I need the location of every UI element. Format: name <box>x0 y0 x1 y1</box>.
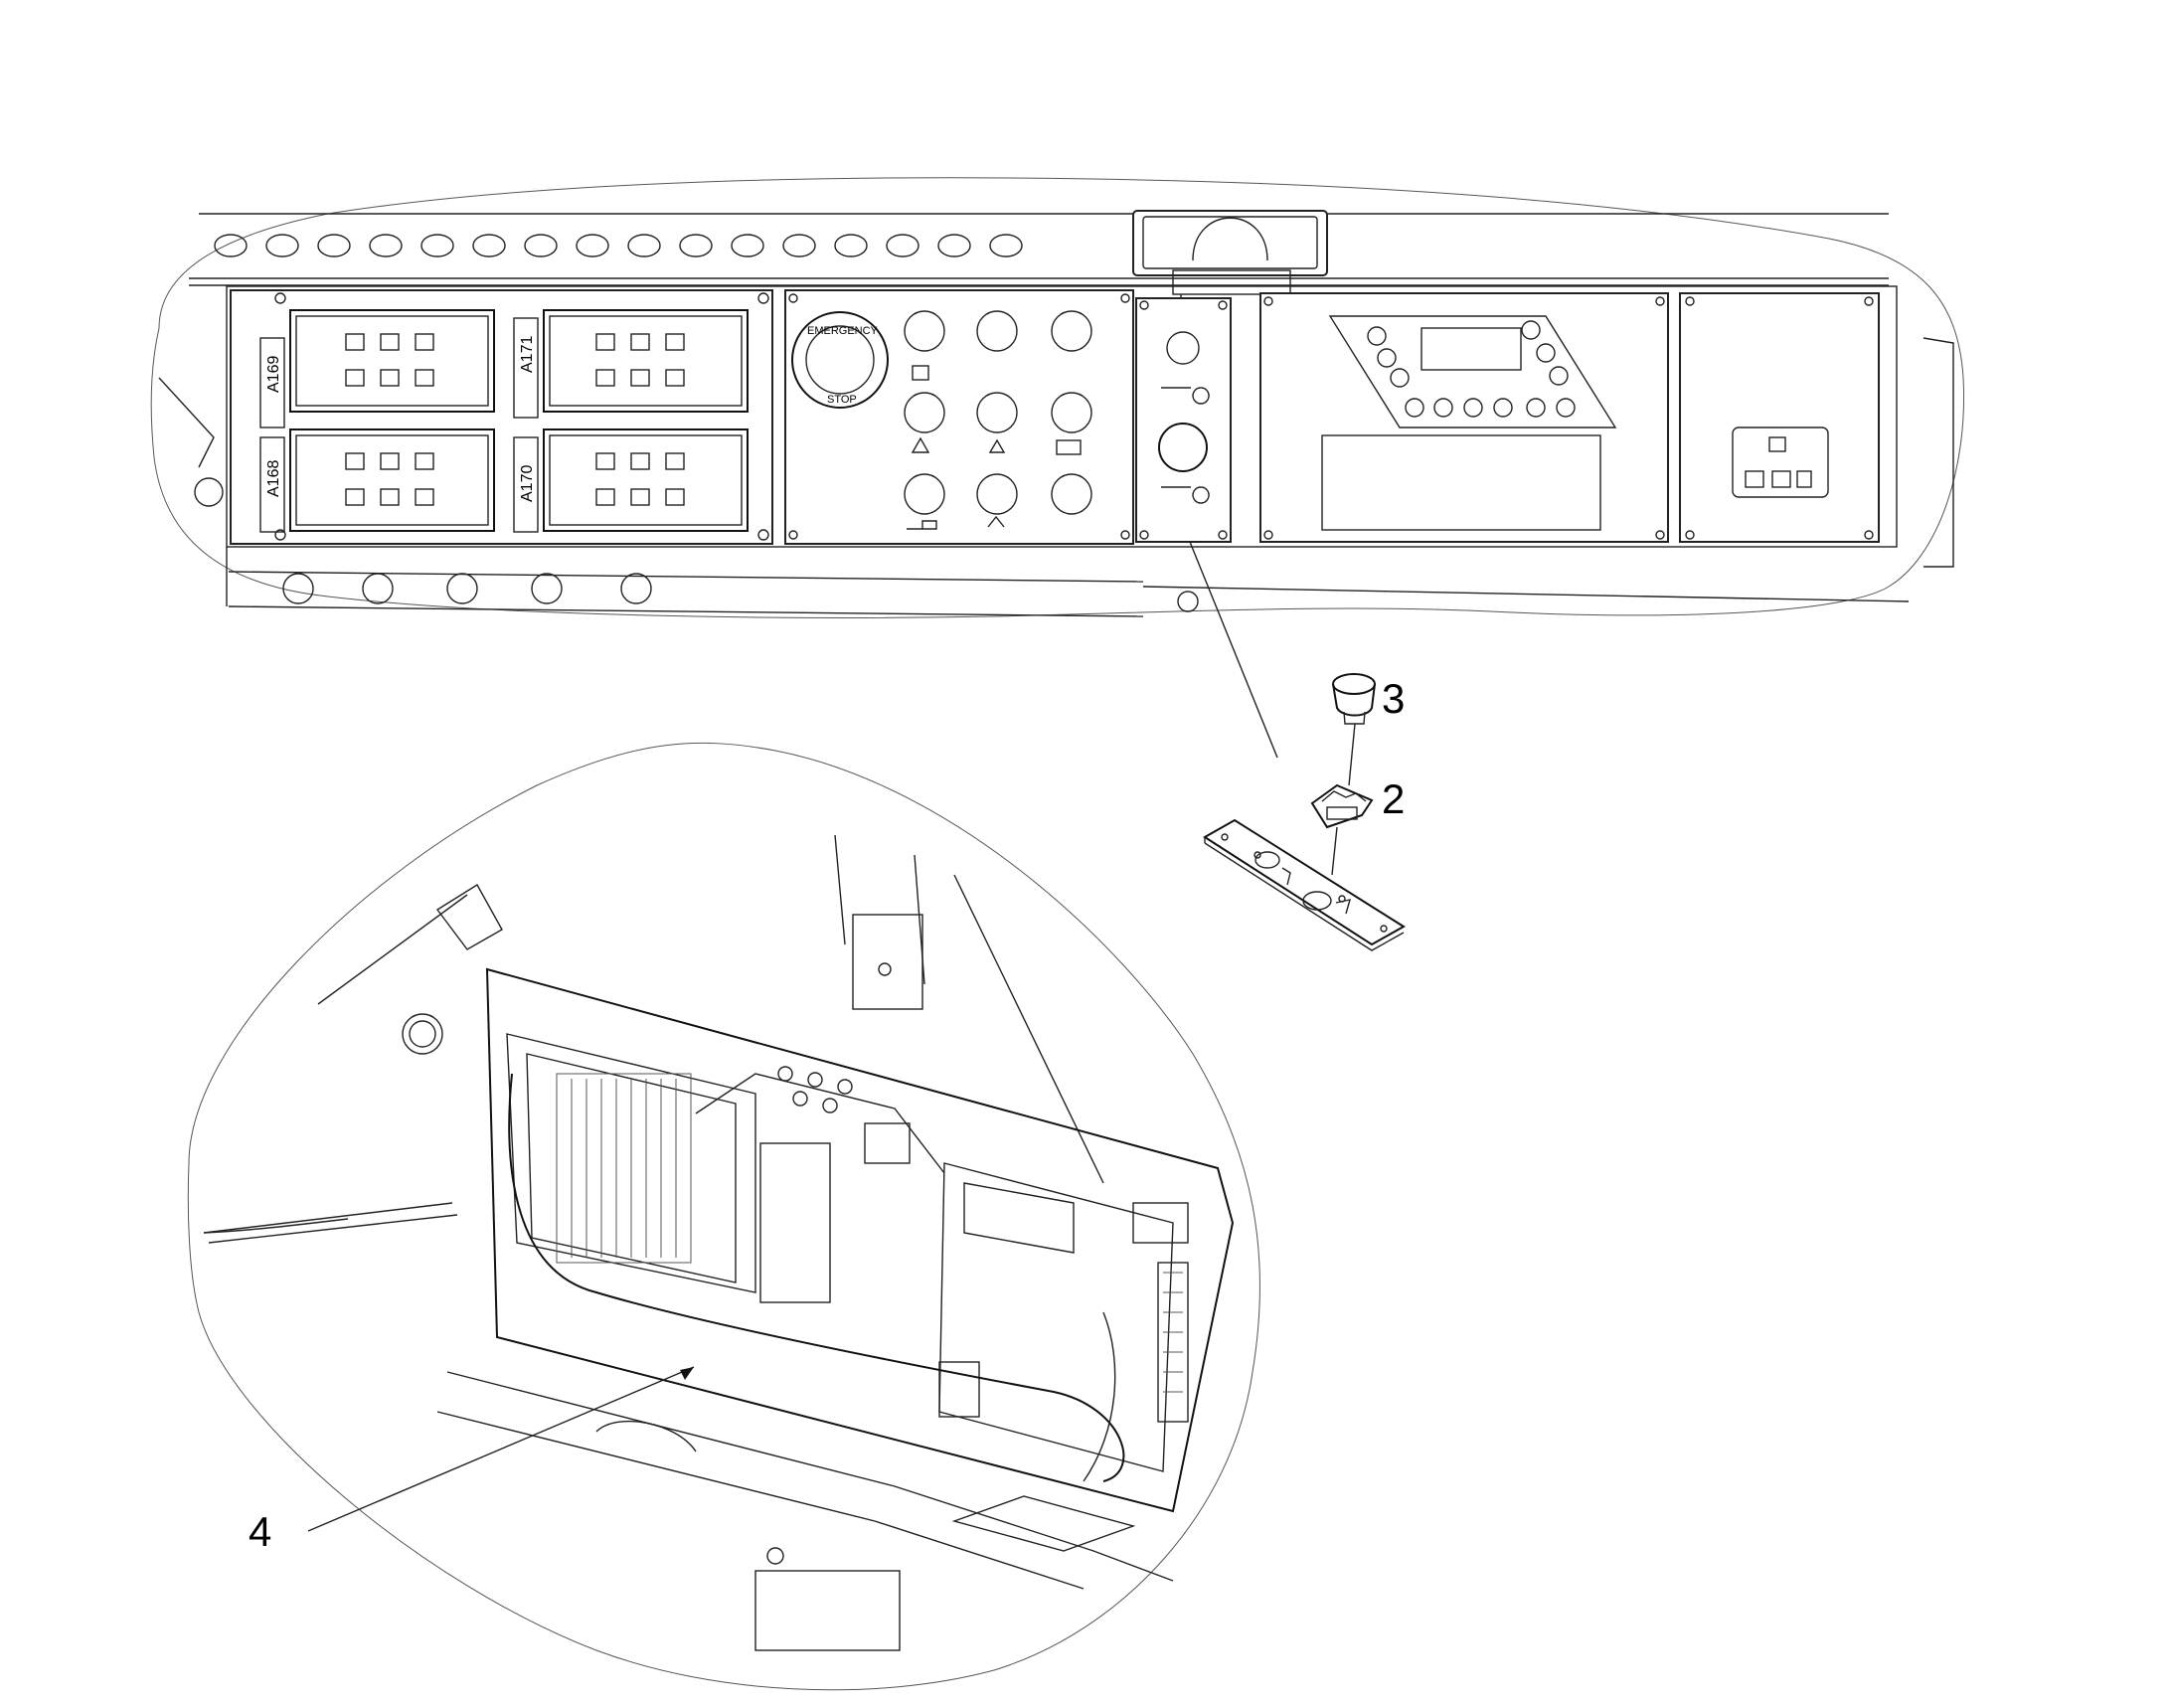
emergency-stop-button: EMERGENCY STOP <box>791 311 889 409</box>
rail-holes <box>214 234 1023 257</box>
pushbutton-panel: EMERGENCY STOP <box>784 289 1134 545</box>
exploded-keyswitch-assembly <box>1203 673 1406 951</box>
display-panel <box>1259 292 1669 543</box>
callout-4: 4 <box>249 1508 271 1555</box>
label-a169: A169 <box>265 356 282 393</box>
indicator-buttons <box>904 310 1092 530</box>
part-3-knob <box>1332 673 1376 786</box>
switch-modules-panel: A169 A168 A171 A170 <box>230 289 773 545</box>
switch-module-a171 <box>543 309 749 413</box>
heatsink <box>556 1073 692 1264</box>
top-detail-outline <box>150 177 1965 618</box>
right-label-panel <box>1679 292 1880 543</box>
lower-rail-holes <box>282 573 652 604</box>
callout-2: 2 <box>1382 775 1405 822</box>
switch-module-a170 <box>543 428 749 532</box>
leader-line-keyswitch <box>1189 541 1278 759</box>
cabinet-interior-detail-view <box>187 742 1260 1691</box>
switch-module-a168 <box>289 428 495 532</box>
label-a171: A171 <box>519 336 536 373</box>
label-a168: A168 <box>265 460 282 497</box>
switch-module-a169 <box>289 309 495 413</box>
bottom-detail-outline <box>187 742 1260 1691</box>
part-2-switch-body <box>1310 783 1374 876</box>
part-plate <box>1203 818 1406 951</box>
key-switch-plate <box>1135 297 1232 543</box>
leader-arrow-4 <box>680 1367 694 1380</box>
callout-3: 3 <box>1382 675 1405 722</box>
top-latch <box>1132 210 1328 302</box>
electrical-cabinet <box>485 967 1235 1513</box>
estop-top-text: EMERGENCY <box>807 325 879 337</box>
label-a170: A170 <box>519 465 536 502</box>
leader-line-4 <box>307 1366 695 1532</box>
estop-bottom-text: STOP <box>827 394 857 406</box>
control-panel-detail-view: A169 A168 A171 A170 <box>150 177 1965 618</box>
